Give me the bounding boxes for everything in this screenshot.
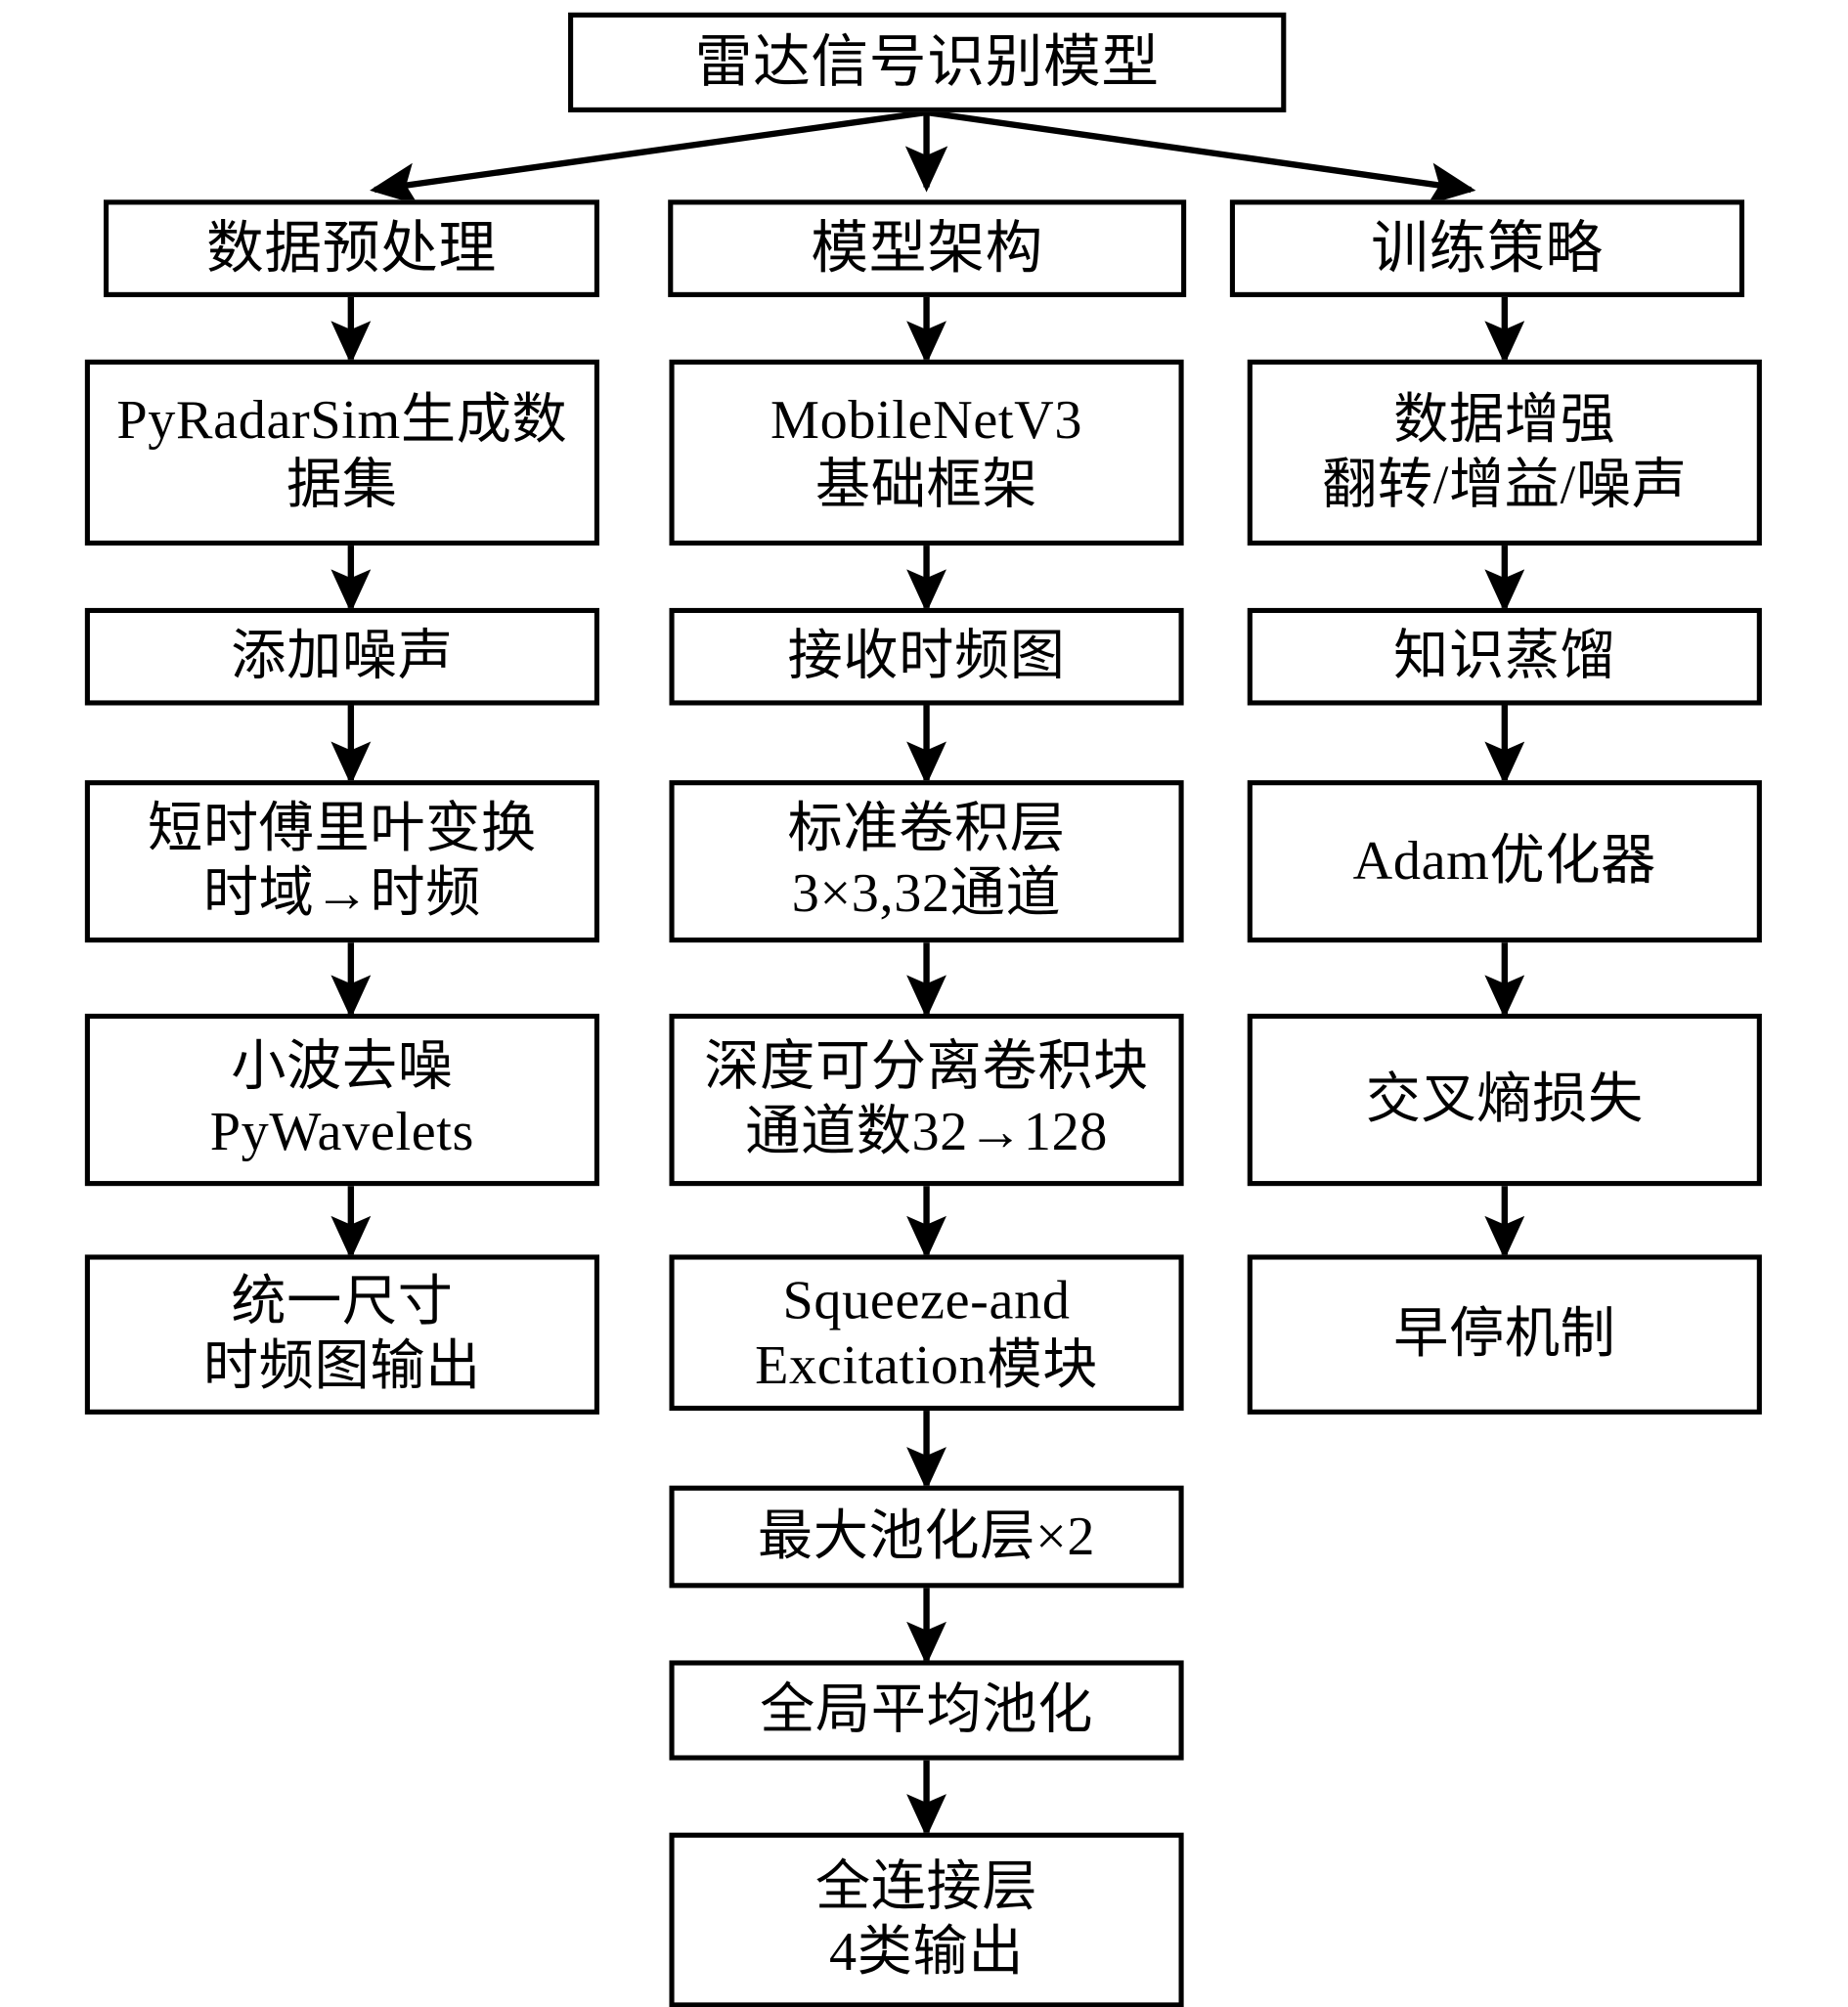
node-short-time-fourier-transform[interactable]: 短时傅里叶变换 时域→时频 <box>84 780 599 943</box>
node-label: 数据增强 翻转/增益/噪声 <box>1322 388 1688 515</box>
node-label: PyRadarSim生成数 据集 <box>116 388 568 515</box>
node-global-average-pooling[interactable]: 全局平均池化 <box>669 1660 1184 1761</box>
node-label: MobileNetV3 基础框架 <box>770 388 1083 515</box>
node-label: 训练策略 <box>1371 215 1604 280</box>
node-receive-time-frequency-map[interactable]: 接收时频图 <box>669 607 1184 706</box>
node-label: 小波去噪 PyWavelets <box>209 1036 475 1162</box>
node-header-model-architecture[interactable]: 模型架构 <box>668 199 1187 297</box>
node-uniform-size-output[interactable]: 统一尺寸 时频图输出 <box>84 1254 599 1415</box>
node-depthwise-separable-conv-block[interactable]: 深度可分离卷积块 通道数32→128 <box>669 1013 1184 1187</box>
node-label: 统一尺寸 时频图输出 <box>202 1271 481 1397</box>
node-max-pooling-x2[interactable]: 最大池化层×2 <box>669 1485 1184 1589</box>
node-header-data-preprocessing[interactable]: 数据预处理 <box>103 199 599 297</box>
node-wavelet-denoising[interactable]: 小波去噪 PyWavelets <box>84 1013 599 1187</box>
node-cross-entropy-loss[interactable]: 交叉熵损失 <box>1247 1013 1762 1187</box>
node-data-augmentation[interactable]: 数据增强 翻转/增益/噪声 <box>1247 359 1762 546</box>
node-label: 模型架构 <box>811 215 1043 280</box>
node-squeeze-and-excitation-module[interactable]: Squeeze-and Excitation模块 <box>669 1254 1184 1412</box>
node-label: Squeeze-and Excitation模块 <box>755 1269 1099 1396</box>
node-label: 交叉熵损失 <box>1365 1069 1644 1130</box>
node-title-radar-signal-recognition-model[interactable]: 雷达信号识别模型 <box>568 12 1287 112</box>
node-label: 早停机制 <box>1393 1303 1616 1365</box>
node-label: 雷达信号识别模型 <box>694 29 1160 94</box>
node-adam-optimizer[interactable]: Adam优化器 <box>1247 780 1762 943</box>
node-label: 标准卷积层 3×3,32通道 <box>787 798 1066 924</box>
node-label: 添加噪声 <box>231 625 454 687</box>
node-header-training-strategy[interactable]: 训练策略 <box>1229 199 1745 297</box>
node-early-stopping[interactable]: 早停机制 <box>1247 1254 1762 1415</box>
node-standard-conv-layer[interactable]: 标准卷积层 3×3,32通道 <box>669 780 1184 943</box>
node-fully-connected-layer[interactable]: 全连接层 4类输出 <box>669 1832 1184 2007</box>
node-label: 接收时频图 <box>787 625 1066 687</box>
node-mobilenetv3-backbone[interactable]: MobileNetV3 基础框架 <box>669 359 1184 546</box>
node-label: 深度可分离卷积块 通道数32→128 <box>704 1036 1149 1162</box>
node-label: 全局平均池化 <box>760 1679 1094 1741</box>
node-knowledge-distillation[interactable]: 知识蒸馏 <box>1247 607 1762 706</box>
node-label: Adam优化器 <box>1352 830 1656 892</box>
node-label: 知识蒸馏 <box>1393 625 1616 687</box>
node-add-noise[interactable]: 添加噪声 <box>84 607 599 706</box>
node-label: 数据预处理 <box>206 215 497 280</box>
node-label: 全连接层 4类输出 <box>814 1856 1038 1983</box>
node-label: 短时傅里叶变换 时域→时频 <box>148 798 537 924</box>
node-label: 最大池化层×2 <box>757 1505 1096 1567</box>
node-pyradarsim-dataset[interactable]: PyRadarSim生成数 据集 <box>84 359 599 546</box>
